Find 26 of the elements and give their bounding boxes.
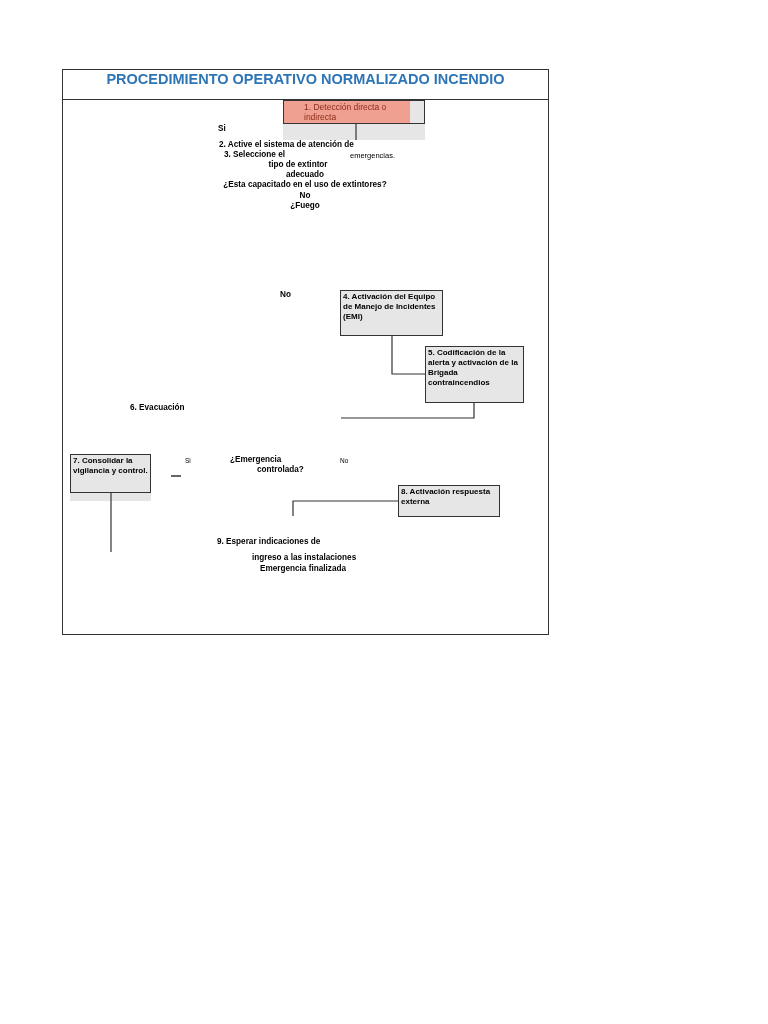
process-box: 8. Activación respuesta externa xyxy=(398,485,500,517)
connector-line xyxy=(355,123,357,141)
flow-label: Emergencia finalizada xyxy=(260,564,346,574)
flow-label: 9. Esperar indicaciones de xyxy=(217,537,321,547)
process-box: 1. Detección directa o indirecta xyxy=(283,100,425,124)
connector-line xyxy=(110,492,112,553)
flow-label: adecuado xyxy=(285,170,325,180)
flow-label: No xyxy=(280,290,291,300)
flow-label: Si xyxy=(218,124,226,134)
connector-line xyxy=(340,402,475,419)
flow-label: ¿Esta capacitado en el uso de extintores? xyxy=(223,180,387,190)
diagram-title: PROCEDIMIENTO OPERATIVO NORMALIZADO INCENDIO xyxy=(105,70,506,88)
flow-label: controlada? xyxy=(257,465,304,475)
flow-label: tipo de extintor xyxy=(268,160,328,170)
process-box: 7. Consolidar la vigilancia y control. xyxy=(70,454,151,493)
connector-line xyxy=(391,335,426,375)
flow-label: ¿Fuego xyxy=(290,201,320,211)
flow-label: 6. Evacuación xyxy=(130,403,185,413)
connector-line xyxy=(292,500,399,517)
process-box: 5. Codificación de la alerta y activación de la Brigada contraincendios xyxy=(425,346,524,403)
flow-label: ¿Emergencia xyxy=(230,455,282,465)
flow-label: 3. Seleccione el xyxy=(224,150,285,160)
flow-label: ingreso a las instalaciones xyxy=(252,553,357,563)
step-text: 2. Active el sistema de atención de xyxy=(219,140,379,151)
process-box: 4. Activación del Equipo de Manejo de Incidentes (EMI) xyxy=(340,290,443,336)
flow-label: No xyxy=(299,191,311,201)
